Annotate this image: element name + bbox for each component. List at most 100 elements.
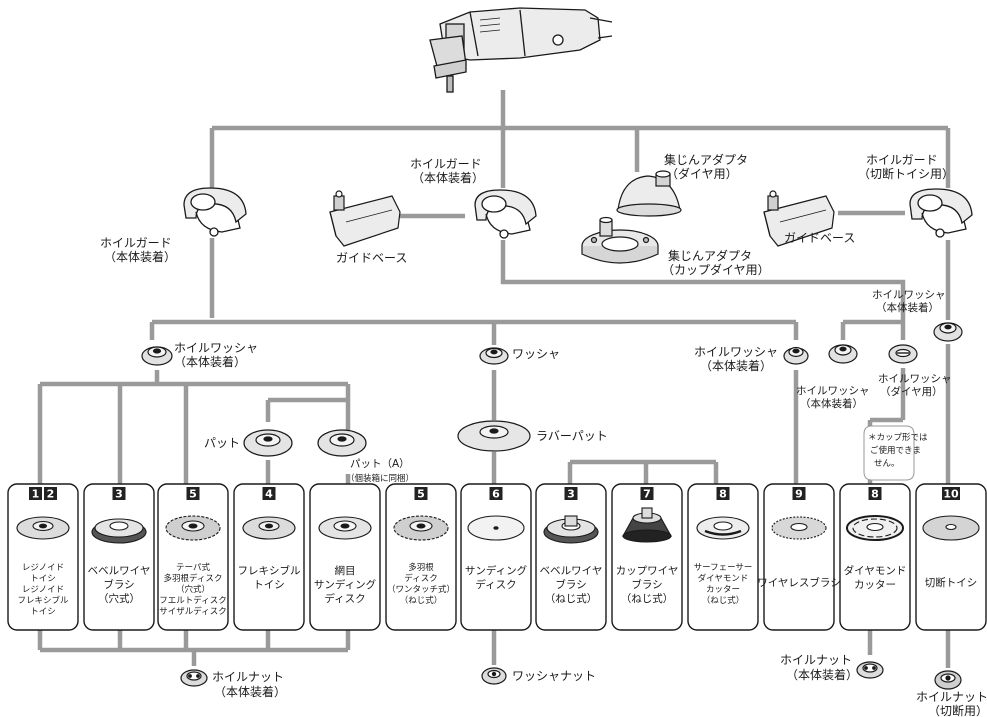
label-wheel-washer-diamond-std: ホイルワッシャ （本体装着）: [796, 385, 873, 410]
connector-lines: [37, 90, 951, 668]
wheel-washer-icon: [783, 346, 809, 365]
label-wheel-washer-brush: ホイルワッシャ （本体装着）: [694, 345, 782, 373]
card-text-line: レジノイド: [22, 585, 64, 595]
label-cup-note: ＊カップ形では ご使用できま せん。: [868, 433, 930, 469]
card-frame: [839, 483, 911, 631]
card-text-line: ベベルワイヤ: [88, 565, 151, 577]
cup-wire-icon: [622, 507, 672, 543]
label-wheel-nut-right: ホイルナット （本体装着）: [780, 653, 858, 682]
label-guide-base-left: ガイドベース: [336, 251, 407, 265]
number-badge: [716, 487, 730, 500]
card-text-line: フレキシブル: [238, 564, 301, 577]
label-wheel-guard-cut: ホイルガード （切断トイシ用）: [858, 153, 954, 181]
card-frame: [535, 483, 607, 631]
number-badge: [262, 487, 276, 500]
label-wheel-guard-main: ホイルガード （本体装着）: [100, 236, 176, 264]
wireless-brush-icon: [771, 516, 827, 540]
label-washer-nut: ワッシャナット: [512, 669, 596, 683]
bevel-wire-hole-icon: [91, 518, 147, 544]
washer-nut-icon: [481, 667, 507, 685]
number-badge: [112, 487, 126, 500]
flap-onetouch-icon: [393, 515, 449, 541]
card-text-line: ベベルワイヤ: [540, 565, 603, 577]
card-text-line: カッター: [854, 579, 896, 591]
dust-adapter-cup-icon: [581, 216, 659, 264]
card-text-line: トイシ: [253, 579, 285, 591]
card-frame: [915, 483, 987, 631]
label-pad: パット: [204, 436, 240, 450]
card-text-line: ディスク: [475, 578, 516, 591]
label-rubber-pad: ラバーパット: [536, 429, 608, 443]
card-text-line: （ねじ式）: [400, 595, 443, 606]
label-wheel-nut-cut: ホイルナット （切断用）: [916, 690, 987, 717]
label-pad-a: パット（A） （個装箱に同梱）: [346, 458, 414, 484]
wheel-washer-icon: [933, 322, 963, 342]
label-washer: ワッシャ: [512, 347, 560, 361]
card-text-line: ブラシ: [631, 578, 662, 591]
number-badge-text: 1: [32, 488, 40, 501]
wheel-guard-icon: [909, 188, 973, 238]
card-text-line: ダイヤモンド: [698, 573, 749, 584]
wheel-washer-icon: [141, 346, 173, 366]
taper-flap-icon: [165, 515, 221, 541]
card-text-line: フレキシブル: [17, 595, 69, 606]
card-text-line: トイシ: [30, 607, 56, 617]
wheel-nut-icon: [856, 661, 884, 679]
guide-base-icon: [329, 190, 401, 247]
number-badge-text: 5: [189, 488, 197, 501]
label-dust-adapter-cup: 集じんアダプタ （カップダイヤ用）: [662, 248, 770, 277]
number-badge: [186, 487, 200, 500]
sanding-icon: [467, 515, 525, 541]
number-badge: [942, 487, 960, 500]
card-text-line: （ねじ式）: [545, 592, 598, 605]
diamond-cutter-icon: [846, 515, 904, 541]
number-badge: [414, 487, 428, 500]
card-frame: [83, 483, 155, 631]
guide-base-icon: [763, 190, 835, 247]
card-text-line: ブラシ: [555, 578, 586, 591]
card-text-line: 多羽根ディスク: [164, 573, 223, 584]
number-badge-text: 6: [492, 488, 500, 501]
label-wheel-nut-main: ホイルナット （本体装着）: [212, 670, 288, 699]
card-frame: [233, 483, 305, 631]
card-text-line: （穴式）: [176, 584, 210, 595]
wheel-guard-icon: [474, 189, 537, 239]
number-badge-text: 3: [115, 488, 123, 501]
card-text-line: フエルトディスク: [159, 595, 226, 606]
surfacer-icon: [696, 516, 750, 540]
number-badge-text: 5: [417, 488, 425, 501]
card-text-line: サーフェーサー: [694, 563, 753, 573]
card-text-line: 多羽根: [408, 562, 434, 573]
card-text-line: カップワイヤ: [616, 565, 679, 577]
card-text-line: （ねじ式）: [702, 595, 745, 606]
wheel-nut-icon: [180, 669, 208, 687]
bevel-wire-screw-icon: [543, 515, 599, 544]
wheel-washer-diamond-icon: [888, 344, 918, 364]
label-guide-base-right: ガイドベース: [784, 231, 855, 245]
card-text-line: レジノイド: [22, 563, 64, 573]
card-text-line: （ワンタッチ式）: [387, 584, 455, 595]
number-badge: [29, 487, 42, 500]
cutoff-icon: [922, 515, 980, 541]
wheel-guard-icon: [183, 187, 247, 237]
card-text-line: 網目: [335, 564, 356, 577]
card-frame: [460, 483, 532, 631]
number-badge: [640, 487, 654, 500]
number-badge-text: 10: [943, 488, 959, 501]
number-badge-text: 9: [795, 488, 803, 501]
pad-a-icon: [317, 429, 367, 457]
